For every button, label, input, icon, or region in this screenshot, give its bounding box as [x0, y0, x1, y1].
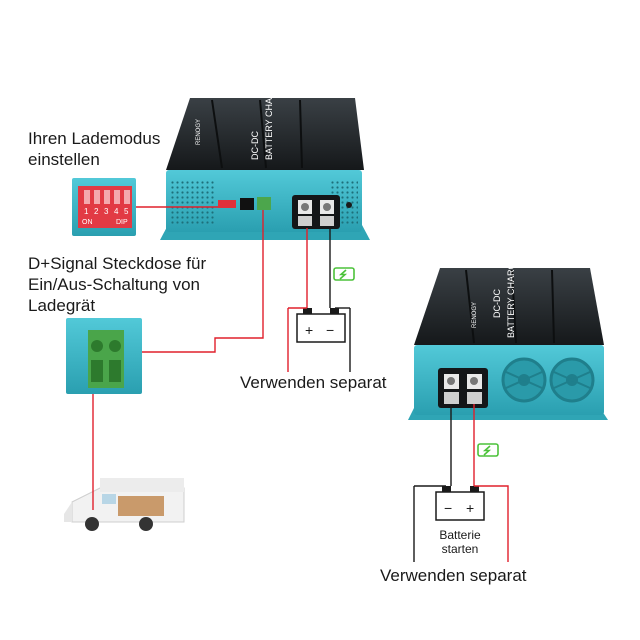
wires [92, 206, 509, 562]
dip-number-5: 5 [124, 207, 129, 216]
label-dsignal-line2: Ein/Aus-Schaltung von [28, 275, 200, 294]
label-use-separately-left: Verwenden separat [240, 373, 387, 392]
charger-right-housing [414, 268, 604, 345]
charger-left-housing [166, 98, 364, 170]
dip-number-4: 4 [114, 207, 119, 216]
device-model-right: DC-DC [492, 289, 502, 318]
charge-icon-right [477, 443, 499, 457]
dip-number-2: 2 [94, 207, 99, 216]
device-brand-left: RENOGY [196, 119, 202, 145]
label-dsignal-socket: D+Signal Steckdose für Ein/Aus-Schaltung… [28, 253, 206, 316]
battery-left-icon [296, 308, 346, 343]
wire-dsignal-callout [142, 210, 264, 353]
device-product-left: BATTERY CHARGER [264, 71, 274, 160]
dip-number-3: 3 [104, 207, 109, 216]
battery-right-plus: + [466, 500, 474, 516]
rv-vehicle-icon [64, 478, 185, 531]
device-model-left: DC-DC [250, 131, 260, 160]
label-use-separately-right: Verwenden separat [380, 566, 527, 585]
dip-dip-label: DIP [116, 219, 128, 226]
dip-switch-zoom [72, 178, 136, 236]
battery-right-minus: − [444, 500, 452, 516]
charger-left-dip [218, 200, 236, 208]
charger-left [160, 98, 370, 240]
label-mode-setting-line2: einstellen [28, 150, 100, 169]
charger-right [408, 268, 608, 420]
battery-left-minus: − [326, 322, 334, 338]
label-dsignal-line3: Ladegrät [28, 296, 96, 315]
device-brand-right: RENOGY [472, 302, 478, 328]
charge-icon-left [333, 267, 355, 281]
label-mode-setting: Ihren Lademodus einstellen [28, 128, 160, 170]
label-start-battery-line2: starten [441, 542, 479, 556]
dip-on-label: ON [82, 219, 93, 226]
label-mode-setting-line1: Ihren Lademodus [28, 129, 161, 148]
charger-left-vent-left [170, 180, 214, 224]
dip-number-1: 1 [84, 207, 89, 216]
label-start-battery: Batterie starten [424, 528, 496, 556]
label-dsignal-line1: D+Signal Steckdose für [28, 254, 207, 273]
charger-left-dsignal-terminal [257, 197, 271, 210]
battery-left-plus: + [305, 322, 313, 338]
label-start-battery-line1: Batterie [439, 528, 481, 542]
device-product-right: BATTERY CHARGER [506, 249, 516, 338]
dsignal-terminal-zoom [66, 318, 142, 394]
battery-right-icon [435, 486, 485, 521]
